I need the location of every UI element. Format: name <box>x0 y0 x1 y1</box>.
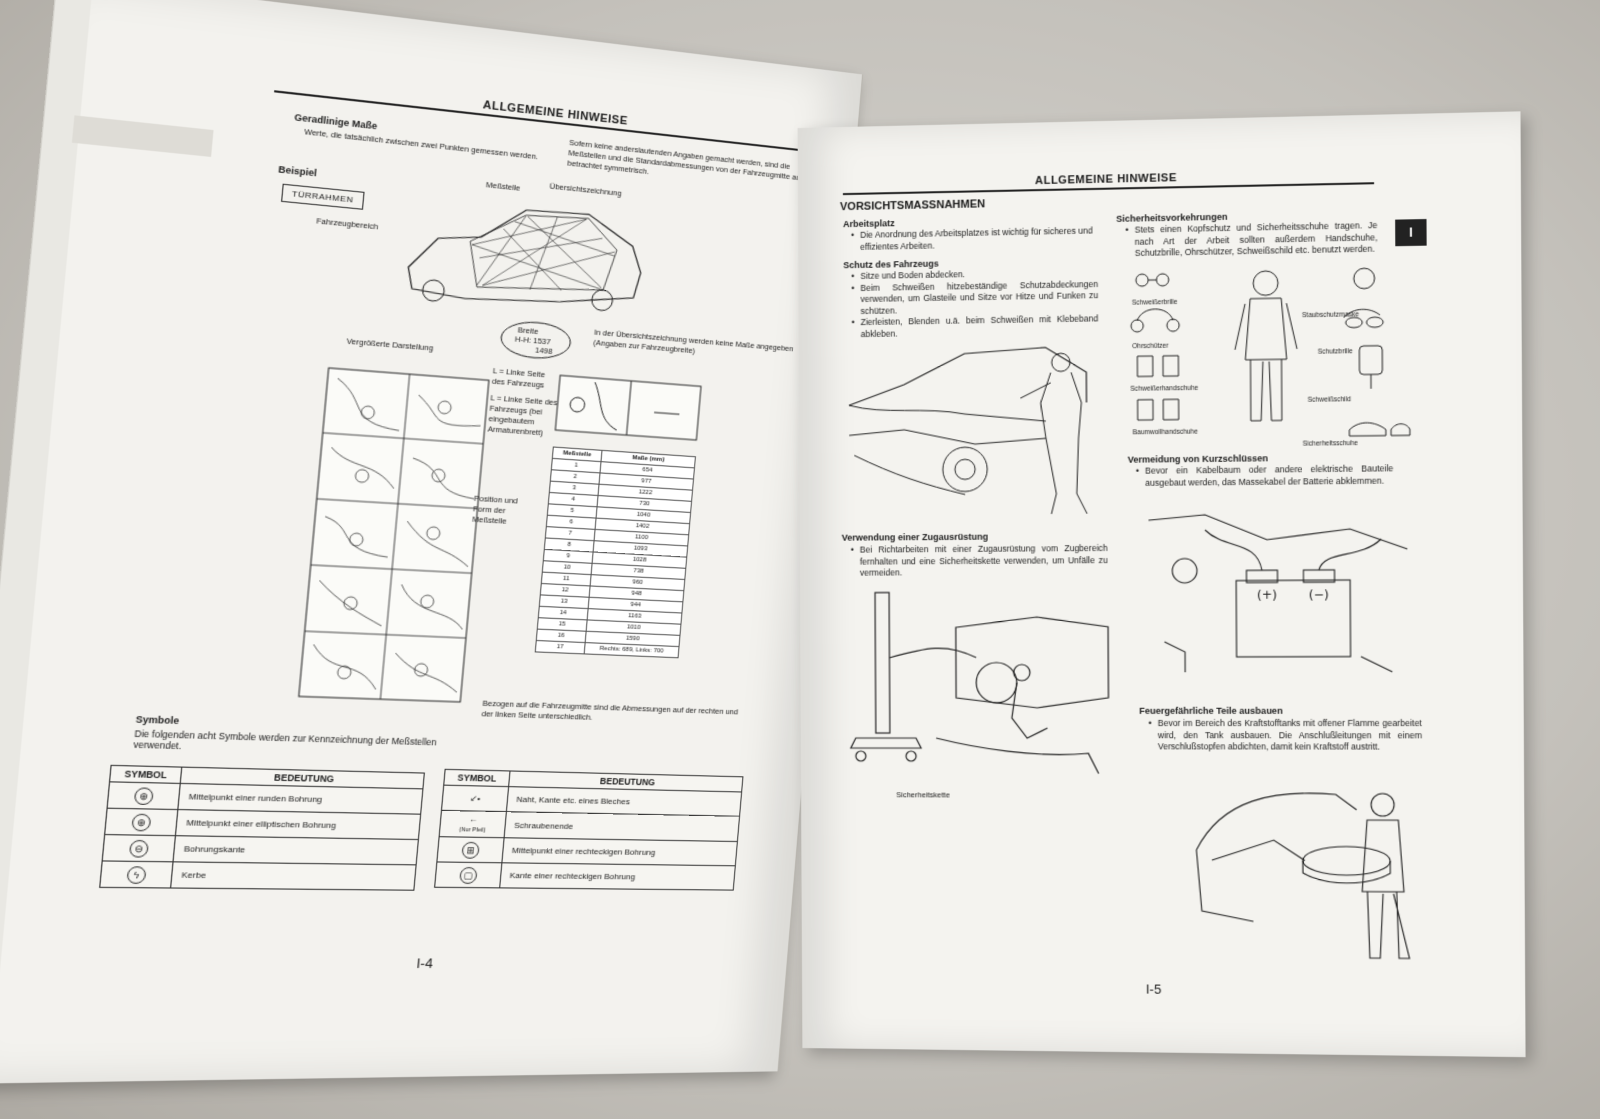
sym-right-meaning-3: Mittelpunkt einer rechteckigen Bohrung <box>501 837 738 866</box>
table-row: ⊖ Bohrungskante <box>102 834 419 865</box>
ppe-illustrations <box>1122 265 1413 452</box>
symbols-text: Die folgenden acht Symbole werden zur Ke… <box>132 728 438 752</box>
pulling-equipment-title: Verwendung einer Zugausrüstung <box>841 531 989 543</box>
flammable-parts-title: Feuergefährliche Teile ausbauen <box>1139 705 1283 716</box>
pulling-equipment-illustration <box>835 586 1119 788</box>
bolt-end-arrow-icon: ← <box>468 814 479 825</box>
right-page-header: ALLGEMEINE HINWEISE <box>842 167 1375 196</box>
vehicle-text-2: Beim Schweißen hitzebeständige Schutzabd… <box>860 278 1099 316</box>
workplace-text-content: Die Anordnung des Arbeitsplatzes ist wic… <box>860 225 1093 252</box>
vehicle-protection-title: Schutz des Fahrzeugs <box>843 258 939 271</box>
sym-left-meaning-2: Mittelpunkt einer elliptischen Bohrung <box>175 809 421 840</box>
safety-text-content: Stets einen Kopfschutz und Sicherheitssc… <box>1134 219 1378 259</box>
right-page-number: I-5 <box>1145 981 1162 997</box>
centerline-note: Bezogen auf die Fahrzeugmitte sind die A… <box>481 698 739 722</box>
label-welding-goggles: Schweißerbrille <box>1131 298 1178 307</box>
safety-precautions-title: Sicherheitsvorkehrungen <box>1116 211 1228 224</box>
sym-left-meaning-3: Bohrungskante <box>173 835 419 865</box>
legend-left-side-dash: L = Linke Seite des Fahrzeugs (bei einge… <box>487 393 558 438</box>
fuel-tank-illustration <box>1191 779 1431 974</box>
table-cell-point: 17 <box>535 640 585 654</box>
overview-drawing-label: Übersichtszeichnung <box>549 181 622 198</box>
sym-right-header-symbol: SYMBOL <box>443 769 510 787</box>
sym-right-meaning-2: Schraubenende <box>504 811 740 842</box>
safety-precautions-text: Stets einen Kopfschutz und Sicherheitssc… <box>1135 220 1378 260</box>
label-dust-mask: Staubschutzmaske <box>1301 311 1360 320</box>
pull-text-content: Bei Richtarbeiten mit einer Zugausrüstun… <box>859 542 1108 578</box>
car-body-wireframe <box>400 188 652 324</box>
welding-car-illustration <box>844 342 1098 526</box>
sym-left-meaning-4: Kerbe <box>170 861 417 891</box>
table-row: ϟ Kerbe <box>99 860 417 891</box>
short-text-content: Bevor ein Kabelbaum oder andere elektris… <box>1145 463 1394 488</box>
precautions-title: VORSICHTSMASSNAHMEN <box>839 198 986 214</box>
symbol-table-left: SYMBOL BEDEUTUNG ⊕Mittelpunkt einer rund… <box>99 764 425 891</box>
sym-left-header-symbol: SYMBOL <box>109 765 182 784</box>
hole-edge-icon: ⊖ <box>128 839 150 858</box>
width-value-2: 1498 <box>534 345 553 357</box>
position-form-label: Position und Form der Meßstelle <box>471 493 519 526</box>
workplace-title: Arbeitsplatz <box>843 218 895 230</box>
flammable-parts-text: Bevor im Bereich des Kraftstofftanks mit… <box>1158 718 1422 753</box>
table-row: ⊞ Mittelpunkt einer rechteckigen Bohrung <box>436 836 738 866</box>
rect-hole-edge-icon: ▢ <box>459 866 478 884</box>
round-hole-center-icon: ⊕ <box>133 786 154 805</box>
svg-text:(−): (−) <box>1309 587 1329 601</box>
vehicle-protection-text: Sitze und Boden abdecken. Beim Schweißen… <box>860 267 1098 340</box>
short-circuit-title: Vermeidung von Kurzschlüssen <box>1127 453 1269 465</box>
label-cotton-gloves: Baumwollhandschuhe <box>1132 428 1198 437</box>
straight-measure-text: Werte, die tatsächlich zwischen zwei Pun… <box>303 126 539 162</box>
battery-illustration: (+) (−) <box>1143 508 1413 688</box>
symbols-title: Symbole <box>135 713 180 727</box>
pulling-equipment-text: Bei Richtarbeiten mit einer Zugausrüstun… <box>860 543 1108 579</box>
symbol-table-right: SYMBOL BEDEUTUNG ↙•Naht, Kante etc. eine… <box>434 768 744 891</box>
rect-hole-center-icon: ⊞ <box>461 841 480 859</box>
label-safety-shoes: Sicherheitsschuhe <box>1302 439 1358 448</box>
vehicle-text-1: Sitze und Boden abdecken. <box>860 269 966 281</box>
measure-point-label: Meßstelle <box>485 179 521 193</box>
sheet-edge-arrow-icon: ↙• <box>469 793 481 804</box>
workplace-text: Die Anordnung des Arbeitsplatzes ist wic… <box>860 225 1093 252</box>
door-frame-box: TÜRRAHMEN <box>281 183 365 210</box>
legend-left-side: L = Linke Seite des Fahrzeugs <box>491 365 546 390</box>
elliptic-hole-center-icon: ⊕ <box>131 813 152 831</box>
overview-note: In der Übersichtszeichnung werden keine … <box>592 327 794 356</box>
table-row: ▢ Kante einer rechteckigen Bohrung <box>434 861 736 891</box>
left-page: ALLGEMEINE HINWEISE Geradlinige Maße Wer… <box>0 0 864 1084</box>
left-page-number: I-4 <box>415 955 434 972</box>
chapter-tab: I <box>1395 219 1427 247</box>
detail-frame <box>554 374 702 441</box>
label-welding-gloves: Schweißerhandschuhe <box>1130 384 1199 393</box>
arrow-only-note: (Nur Pfeil) <box>458 827 486 834</box>
fire-text-content: Bevor im Bereich des Kraftstofftanks mit… <box>1157 717 1422 752</box>
svg-text:(+): (+) <box>1257 588 1277 602</box>
right-page: ALLGEMEINE HINWEISE I VORSICHTSMASSNAHME… <box>797 111 1526 1058</box>
label-ear-protector: Ohrschützer <box>1132 342 1169 351</box>
notch-icon: ϟ <box>126 865 147 884</box>
vehicle-text-3: Zierleisten, Blenden u.ä. beim Schweißen… <box>860 313 1099 339</box>
example-label: Beispiel <box>277 163 318 179</box>
safety-chain-label: Sicherheitskette <box>896 790 950 800</box>
vehicle-area-label: Fahrzeugbereich <box>315 216 379 232</box>
enlarged-view-label: Vergrößerte Darstellung <box>346 336 434 353</box>
label-welding-shield: Schweißschild <box>1307 396 1351 404</box>
enlarged-detail-grid <box>298 367 490 703</box>
sym-right-meaning-4: Kante einer rechteckigen Bohrung <box>499 862 736 891</box>
label-safety-glasses: Schutzbrille <box>1317 348 1353 356</box>
short-circuit-text: Bevor ein Kabelbaum oder andere elektris… <box>1145 463 1393 489</box>
gray-band <box>71 115 214 157</box>
